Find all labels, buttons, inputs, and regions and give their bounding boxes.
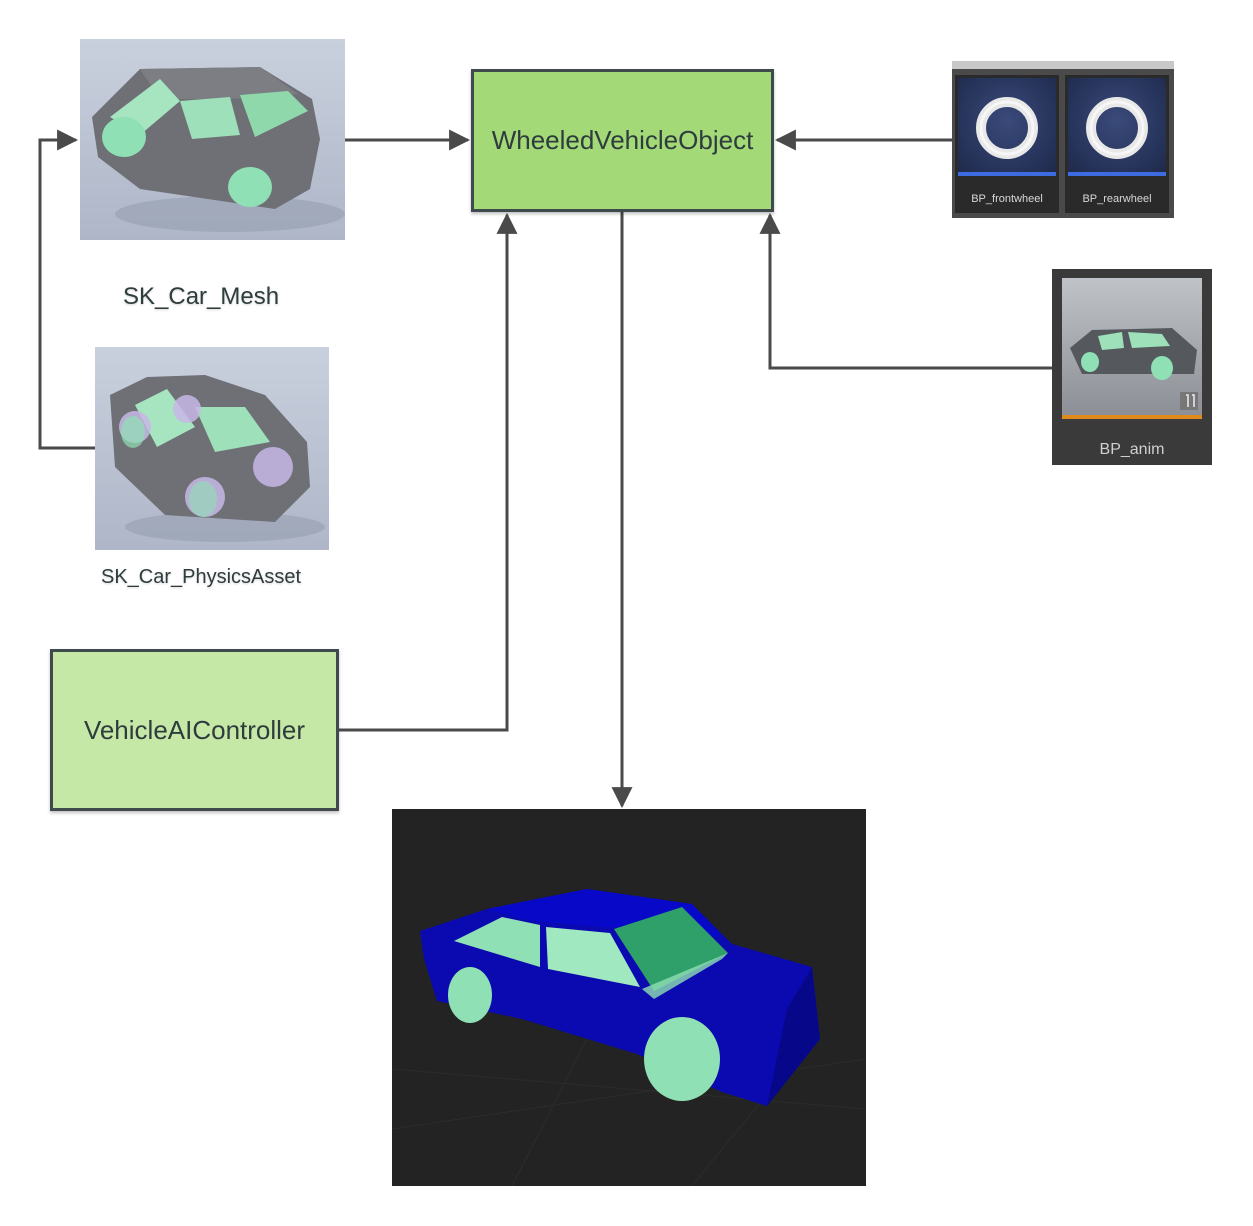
vehicle-ai-controller-node[interactable]: VehicleAIController [50,649,339,811]
wheel-icon [1068,78,1166,172]
wheel-icon [958,78,1056,172]
anim-blueprint-thumbnail [1062,278,1202,415]
arrow-anim-to-wheeled [759,212,1052,370]
wheeled-vehicle-object-label: WheeledVehicleObject [491,125,754,155]
vehicle-preview-viewport [392,809,866,1186]
car-mesh-thumbnail [80,39,345,240]
asset-type-bar [958,172,1056,176]
arrow-physics-to-mesh [38,129,95,450]
vehicle-ai-controller-label: VehicleAIController [83,714,306,745]
anim-blueprint-label: BP_anim [1099,441,1165,458]
physics-asset-thumbnail [95,347,329,550]
front-wheel-asset-tile[interactable]: BP_frontwheel [955,75,1059,213]
wheeled-vehicle-object-node[interactable]: WheeledVehicleObject [471,69,774,212]
skeleton-badge-icon [1180,392,1198,410]
asset-type-bar [1062,415,1202,419]
asset-type-bar [1068,172,1166,176]
rear-wheel-asset-tile[interactable]: BP_rearwheel [1065,75,1169,213]
anim-blueprint-tile[interactable]: BP_anim [1052,269,1212,465]
front-wheel-label: BP_frontwheel [971,193,1043,205]
arrow-ai-to-wheeled [339,212,518,732]
physics-asset-label: SK_Car_PhysicsAsset [101,566,302,588]
car-mesh-label: SK_Car_Mesh [123,283,280,310]
rear-wheel-label: BP_rearwheel [1082,193,1152,205]
wheel-blueprints-panel: BP_frontwheel BP_rearwheel [952,61,1174,218]
